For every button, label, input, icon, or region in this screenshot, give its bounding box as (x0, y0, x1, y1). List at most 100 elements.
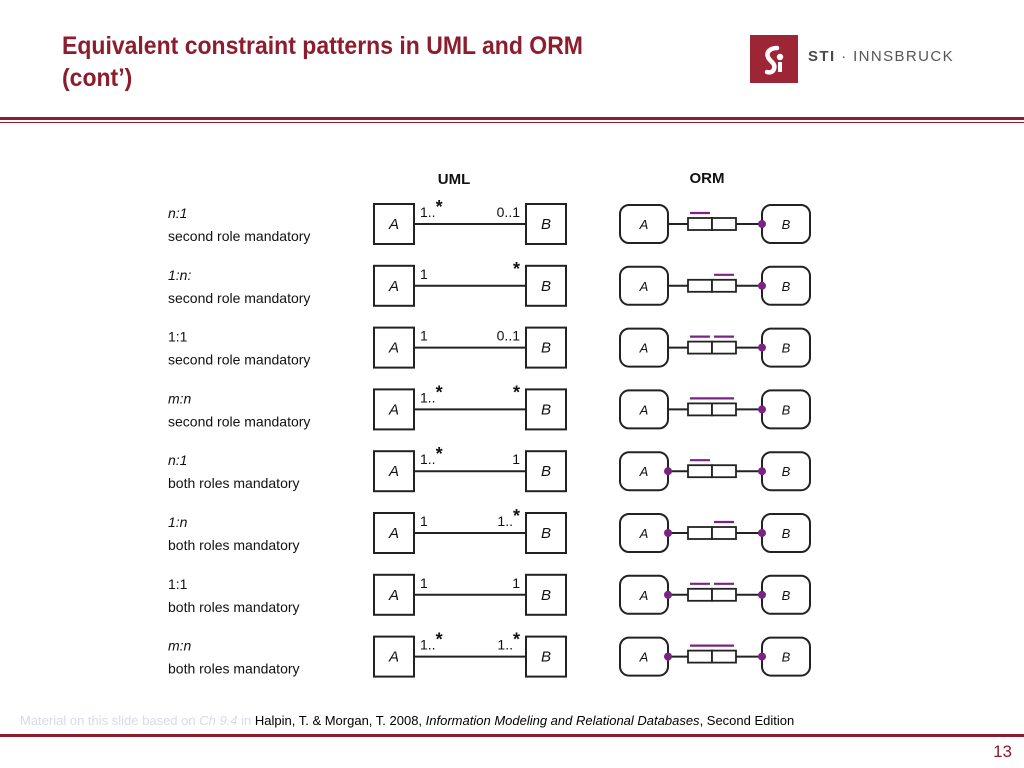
row-label-description: both roles mandatory (168, 537, 300, 553)
credit-faded-intro: Material on this slide based on (20, 713, 200, 728)
uml-class-a-box (373, 264, 415, 307)
orm-role-box-2 (711, 526, 737, 540)
uml-class-a-box (373, 635, 415, 678)
logo-figure-icon (764, 45, 780, 75)
uml-multiplicity-b: 1..* (497, 630, 520, 653)
uml-class-a-box (373, 573, 415, 616)
uml-multiplicity-b: 0..1 (497, 204, 521, 220)
uml-multiplicity-b: 0..1 (497, 328, 521, 344)
uml-multiplicity-a: 1 (420, 266, 428, 282)
orm-mandatory-dot-a (664, 590, 672, 599)
orm-column-header: ORM (690, 170, 725, 187)
uml-class-b-label: B (541, 463, 551, 480)
orm-mandatory-dot-b (758, 590, 766, 599)
uml-multiplicity-a: 1 (420, 575, 428, 591)
orm-entity-a-label: A (639, 279, 649, 294)
orm-mandatory-dot-b (758, 652, 766, 661)
orm-entity-b-label: B (782, 464, 791, 479)
uml-class-a-box (373, 512, 415, 554)
orm-entity-a-label: A (639, 402, 649, 417)
orm-mandatory-dot-a (664, 652, 672, 661)
uml-multiplicity-b: 1 (512, 575, 520, 591)
uml-class-a-label: A (388, 278, 399, 295)
uml-class-a-label: A (388, 525, 399, 542)
uml-class-b-label: B (541, 587, 551, 604)
row-label-ratio: m:n (168, 638, 192, 654)
uml-class-a-label: A (388, 216, 399, 233)
logo-text: STI · INNSBRUCK (808, 48, 954, 65)
orm-role-box-1 (687, 587, 713, 602)
orm-entity-a-label: A (639, 526, 649, 541)
orm-role-box-1 (687, 649, 713, 664)
credit-authors: Halpin, T. & Morgan, T. 2008, (254, 713, 426, 728)
uml-class-b-label: B (541, 340, 551, 357)
orm-role-box-1 (687, 278, 713, 293)
row-label-description: both roles mandatory (168, 475, 300, 491)
orm-entity-a-label: A (639, 341, 649, 356)
row-label-description: second role mandatory (168, 352, 310, 368)
orm-mandatory-dot-b (758, 467, 766, 476)
uml-class-b-label: B (541, 278, 551, 295)
uml-multiplicity-a: 1..* (420, 197, 443, 220)
orm-role-box-1 (687, 464, 713, 479)
orm-role-box-2 (711, 278, 737, 293)
logo-brand: STI (808, 48, 836, 65)
uml-multiplicity-a: 1..* (420, 630, 443, 653)
orm-role-box-2 (711, 649, 737, 664)
uml-class-b-box (525, 264, 567, 307)
row-label-ratio: m:n (168, 390, 192, 406)
uml-multiplicity-a: 1 (420, 513, 428, 529)
row-label-ratio: 1:n (168, 514, 188, 530)
slide-title: Equivalent constraint patterns in UML an… (62, 32, 583, 92)
uml-class-b-box (525, 388, 567, 431)
uml-multiplicity-a: 1..* (420, 382, 443, 405)
row-label-ratio: 1:n: (168, 267, 191, 283)
orm-mandatory-dot-b (758, 281, 766, 290)
orm-entity-a-label: A (639, 588, 649, 603)
uml-class-b-label: B (541, 216, 551, 233)
orm-role-box-2 (711, 464, 737, 479)
uml-multiplicity-b: 1 (512, 451, 520, 467)
uml-multiplicity-b: * (513, 382, 520, 402)
uml-column-header: UML (438, 171, 471, 188)
source-credit: Material on this slide based on Ch 9.4 i… (20, 713, 1010, 728)
orm-role-box-1 (687, 402, 713, 417)
logo-mark (750, 35, 798, 83)
orm-role-box-2 (711, 402, 737, 417)
header-rule (0, 117, 1024, 120)
orm-mandatory-dot-a (664, 467, 672, 476)
orm-entity-b-label: B (782, 650, 791, 665)
uml-class-b-label: B (541, 649, 551, 666)
header-rule-thin (0, 122, 1024, 123)
uml-multiplicity-b: * (513, 259, 520, 279)
row-label-ratio: n:1 (168, 452, 187, 468)
uml-class-a-label: A (388, 587, 399, 604)
uml-class-b-box (525, 450, 567, 493)
uml-class-b-label: B (541, 525, 551, 542)
orm-role-box-1 (687, 526, 713, 540)
uml-class-a-label: A (388, 401, 399, 418)
uml-class-b-box (525, 512, 567, 554)
row-label-description: second role mandatory (168, 290, 310, 306)
logo-separator: · (835, 48, 854, 65)
orm-mandatory-dot-b (758, 529, 766, 537)
orm-entity-b-label: B (782, 217, 791, 232)
orm-mandatory-dot-b (758, 343, 766, 352)
orm-entity-b-label: B (782, 341, 791, 356)
orm-entity-b-label: B (782, 526, 791, 541)
credit-edition: , Second Edition (699, 713, 795, 728)
orm-role-box-1 (687, 217, 713, 231)
uml-class-a-label: A (388, 649, 399, 666)
credit-faded-in: in (237, 713, 255, 728)
sti-logo: STI · INNSBRUCK (750, 35, 953, 85)
orm-role-box-2 (711, 587, 737, 602)
uml-class-b-label: B (541, 401, 551, 418)
uml-multiplicity-a: 1..* (420, 444, 443, 467)
orm-mandatory-dot-a (664, 529, 672, 537)
orm-role-box-1 (687, 340, 713, 355)
uml-class-a-box (373, 203, 415, 245)
logo-location: INNSBRUCK (853, 48, 955, 65)
uml-class-b-box (525, 203, 567, 245)
orm-entity-b-label: B (782, 402, 791, 417)
uml-multiplicity-a: 1 (420, 328, 428, 344)
